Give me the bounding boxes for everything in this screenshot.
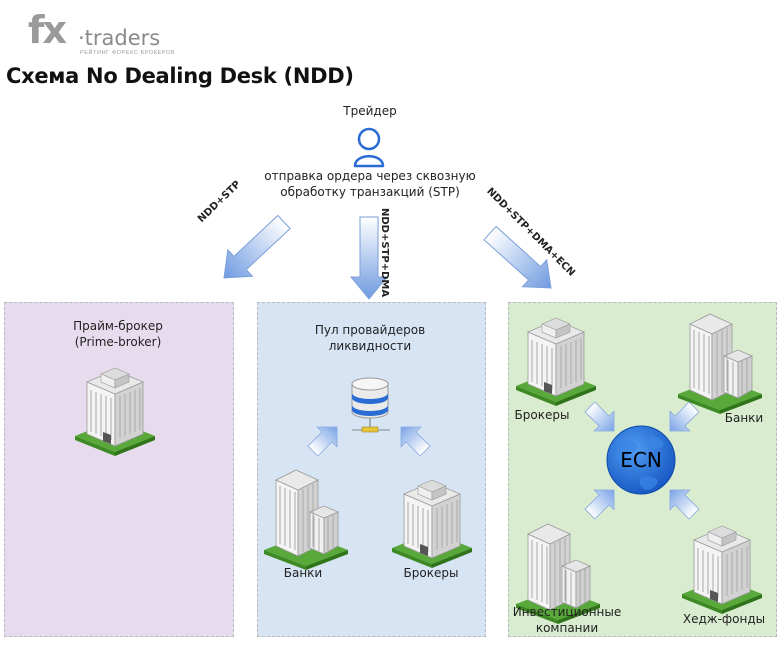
logo-traders-text: ·traders (78, 26, 161, 50)
ecn-banks-building-icon (677, 313, 763, 415)
trader-description-line1: отправка ордера через сквозную (264, 169, 476, 183)
trader-label: Трейдер (343, 104, 397, 118)
arrow-to-prime-broker (211, 208, 297, 292)
arrow-hedge-to-ecn (659, 479, 705, 525)
ecn-banks-label: Банки (724, 411, 764, 425)
ecn-hedge-funds-label: Хедж-фонды (682, 612, 766, 626)
arrow-brokers-to-ecn (579, 396, 625, 442)
ecn-investment-label-line1: Инвестиционные (512, 605, 622, 619)
ecn-brokers-building-icon (515, 317, 597, 407)
brokers-building-icon (391, 479, 473, 569)
arrow-brokers-to-pool (390, 416, 436, 462)
liquidity-banks-label: Банки (283, 566, 323, 580)
prime-broker-building-icon (74, 367, 156, 457)
fx-traders-logo[interactable]: fx ·traders РЕЙТИНГ ФОРЕКС БРОКЕРОВ (28, 8, 175, 62)
prime-broker-title-line2: (Prime-broker) (74, 335, 162, 349)
logo-tagline: РЕЙТИНГ ФОРЕКС БРОКЕРОВ (80, 50, 176, 56)
ecn-investment-label-line2: компании (535, 621, 599, 635)
ecn-hedge-funds-building-icon (681, 525, 763, 615)
ecn-label: ECN (620, 448, 662, 472)
banks-building-icon (263, 469, 349, 571)
liquidity-brokers-label: Брокеры (403, 566, 459, 580)
page-title: Схема No Dealing Desk (NDD) (6, 64, 354, 88)
user-icon (353, 127, 385, 168)
ecn-brokers-label: Брокеры (514, 408, 570, 422)
database-icon (351, 377, 390, 433)
ecn-globe-icon (606, 425, 676, 495)
arrow-banks-to-pool (302, 416, 348, 462)
liquidity-pool-title-line1: Пул провайдеров (314, 323, 426, 337)
trader-description-line2: обработку транзакций (STP) (280, 185, 460, 199)
prime-broker-title-line1: Прайм-брокер (73, 319, 163, 333)
arrow-label-center: NDD+STP+DMA (379, 208, 390, 298)
arrow-investment-to-ecn (579, 479, 625, 525)
prime-broker-panel (4, 302, 234, 637)
liquidity-pool-panel (257, 302, 486, 637)
logo-fx-text: fx (28, 8, 67, 52)
liquidity-pool-title-line2: ликвидности (328, 339, 412, 353)
